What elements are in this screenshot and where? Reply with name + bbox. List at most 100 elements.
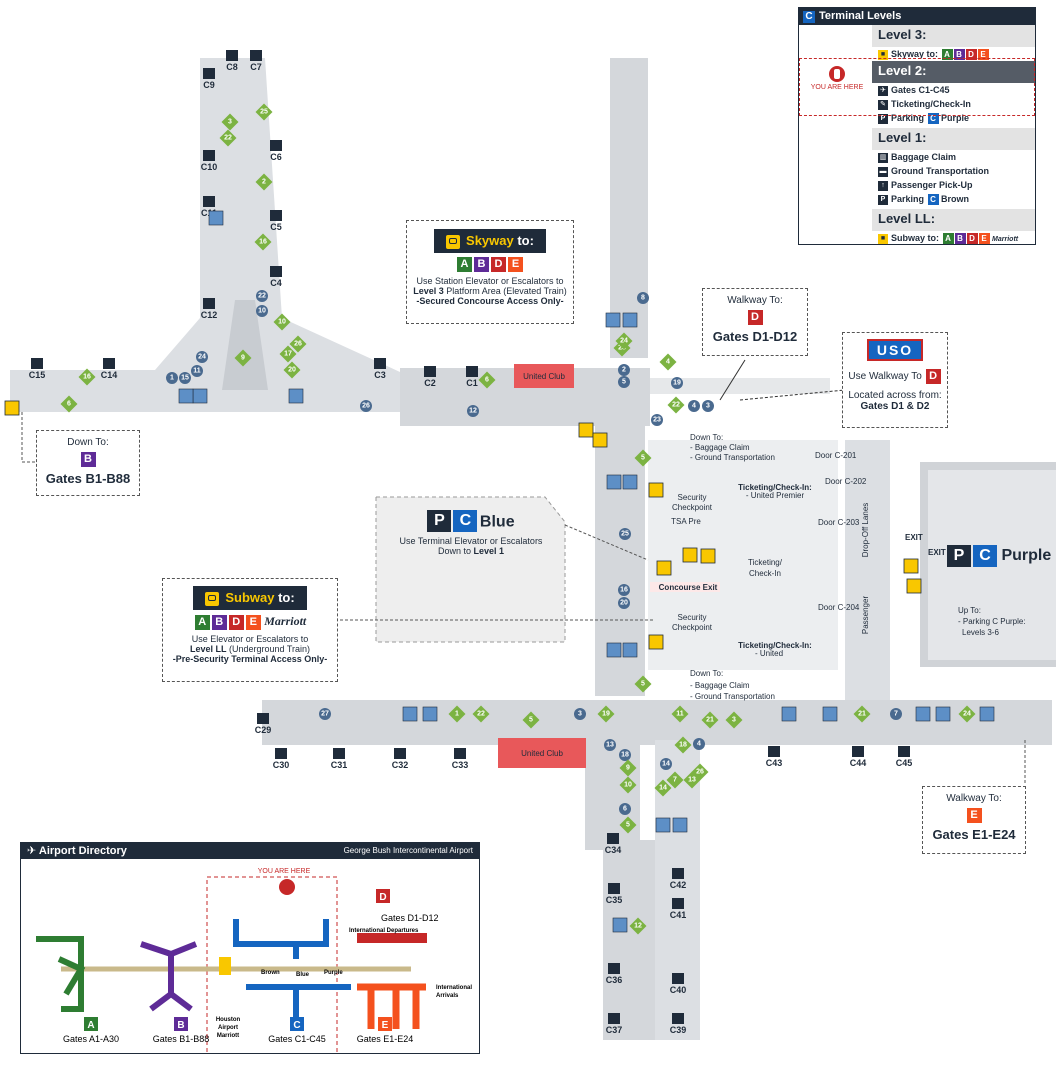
shop-marker[interactable]	[853, 705, 871, 723]
airplane-icon	[31, 358, 43, 369]
shop-marker[interactable]	[654, 779, 672, 797]
restaurant-marker[interactable]	[618, 597, 630, 609]
up-to-l2: Levels 3-6	[962, 628, 999, 637]
restaurant-marker[interactable]	[651, 414, 663, 426]
restaurant-marker[interactable]	[467, 405, 479, 417]
gate-label[interactable]: C40	[670, 985, 687, 995]
shop-marker[interactable]	[659, 353, 677, 371]
gate-label[interactable]: C31	[331, 760, 348, 770]
shop-marker[interactable]	[273, 313, 291, 331]
restaurant-marker[interactable]	[319, 708, 331, 720]
shop-marker[interactable]	[619, 776, 637, 794]
gate-label[interactable]: C42	[670, 880, 687, 890]
restaurant-marker[interactable]	[618, 364, 630, 376]
gate-label[interactable]: C39	[670, 1025, 687, 1035]
restaurant-marker[interactable]	[256, 290, 268, 302]
restaurant-marker[interactable]	[166, 372, 178, 384]
shop-marker[interactable]	[60, 395, 78, 413]
walkway-d	[650, 378, 830, 394]
gate-label[interactable]: C10	[201, 162, 218, 172]
restaurant-marker[interactable]	[660, 758, 672, 770]
restaurant-marker[interactable]	[618, 376, 630, 388]
shop-marker[interactable]	[448, 705, 466, 723]
restaurant-marker[interactable]	[693, 738, 705, 750]
shop-marker[interactable]	[667, 396, 685, 414]
gate-label[interactable]: C37	[606, 1025, 623, 1035]
shop-marker[interactable]	[283, 361, 301, 379]
gate-label[interactable]: C1	[466, 378, 478, 388]
shop-marker[interactable]	[221, 113, 239, 131]
shop-marker[interactable]	[219, 129, 237, 147]
restaurant-marker[interactable]	[179, 372, 191, 384]
shop-marker[interactable]	[255, 173, 273, 191]
shop-marker[interactable]	[671, 705, 689, 723]
restaurant-marker[interactable]	[618, 584, 630, 596]
restaurant-marker[interactable]	[196, 351, 208, 363]
gate-label[interactable]: C44	[850, 758, 867, 768]
shop-marker[interactable]	[683, 771, 701, 789]
gate-label[interactable]: C8	[226, 62, 238, 72]
shop-marker[interactable]	[634, 675, 652, 693]
shop-marker[interactable]	[666, 771, 684, 789]
gate-label[interactable]: C33	[452, 760, 469, 770]
restaurant-marker[interactable]	[256, 305, 268, 317]
terminal-gates-label[interactable]: Gates C1-C45	[268, 1034, 326, 1044]
restaurant-marker[interactable]	[671, 377, 683, 389]
gate-label[interactable]: C12	[201, 310, 218, 320]
restaurant-marker[interactable]	[191, 365, 203, 377]
gate-label[interactable]: C36	[606, 975, 623, 985]
restaurant-marker[interactable]	[890, 708, 902, 720]
shop-marker[interactable]	[634, 449, 652, 467]
gate-label[interactable]: C6	[270, 152, 282, 162]
gate-label[interactable]: C45	[896, 758, 913, 768]
shop-marker[interactable]	[522, 711, 540, 729]
shop-marker[interactable]	[629, 917, 647, 935]
shop-marker[interactable]	[78, 368, 96, 386]
restaurant-marker[interactable]	[604, 739, 616, 751]
terminal-gates-label[interactable]: Gates A1-A30	[63, 1034, 119, 1044]
terminal-gates-label[interactable]: Gates E1-E24	[357, 1034, 414, 1044]
airplane-icon	[672, 868, 684, 879]
shop-marker[interactable]	[234, 349, 252, 367]
uso-logo: USO	[866, 339, 924, 361]
gate-label[interactable]: C15	[29, 370, 46, 380]
gate-label[interactable]: C41	[670, 910, 687, 920]
shop-marker[interactable]	[619, 816, 637, 834]
shop-marker[interactable]	[674, 736, 692, 754]
gate-label[interactable]: C2	[424, 378, 436, 388]
restaurant-marker[interactable]	[619, 528, 631, 540]
gate-label[interactable]: C9	[203, 80, 215, 90]
shop-marker[interactable]	[701, 711, 719, 729]
gate-label[interactable]: C35	[606, 895, 623, 905]
gate-label[interactable]: C34	[605, 845, 622, 855]
shop-marker[interactable]	[619, 759, 637, 777]
gate-label[interactable]: C5	[270, 222, 282, 232]
terminal-gates-label[interactable]: Gates B1-B88	[153, 1034, 210, 1044]
shop-marker[interactable]	[254, 233, 272, 251]
restaurant-marker[interactable]	[574, 708, 586, 720]
restaurant-marker[interactable]	[702, 400, 714, 412]
shop-marker[interactable]	[478, 371, 496, 389]
gate-label[interactable]: C30	[273, 760, 290, 770]
gate-label[interactable]: C29	[255, 725, 272, 735]
gate-label[interactable]: C32	[392, 760, 409, 770]
shop-marker[interactable]	[289, 335, 307, 353]
restaurant-marker[interactable]	[360, 400, 372, 412]
gate-label[interactable]: C3	[374, 370, 386, 380]
gate-label[interactable]: C43	[766, 758, 783, 768]
restaurant-marker[interactable]	[637, 292, 649, 304]
gate-label[interactable]: C4	[270, 278, 282, 288]
shop-marker[interactable]	[725, 711, 743, 729]
shop-marker[interactable]	[279, 345, 297, 363]
shop-number: 4	[666, 359, 670, 366]
shop-marker[interactable]	[597, 705, 615, 723]
shop-marker[interactable]	[255, 103, 273, 121]
gate-label[interactable]: C14	[101, 370, 118, 380]
restaurant-marker[interactable]	[619, 803, 631, 815]
shop-marker[interactable]	[615, 332, 633, 350]
restaurant-marker[interactable]	[619, 749, 631, 761]
gate-label[interactable]: C7	[250, 62, 262, 72]
shop-marker[interactable]	[958, 705, 976, 723]
restaurant-marker[interactable]	[688, 400, 700, 412]
shop-marker[interactable]	[472, 705, 490, 723]
